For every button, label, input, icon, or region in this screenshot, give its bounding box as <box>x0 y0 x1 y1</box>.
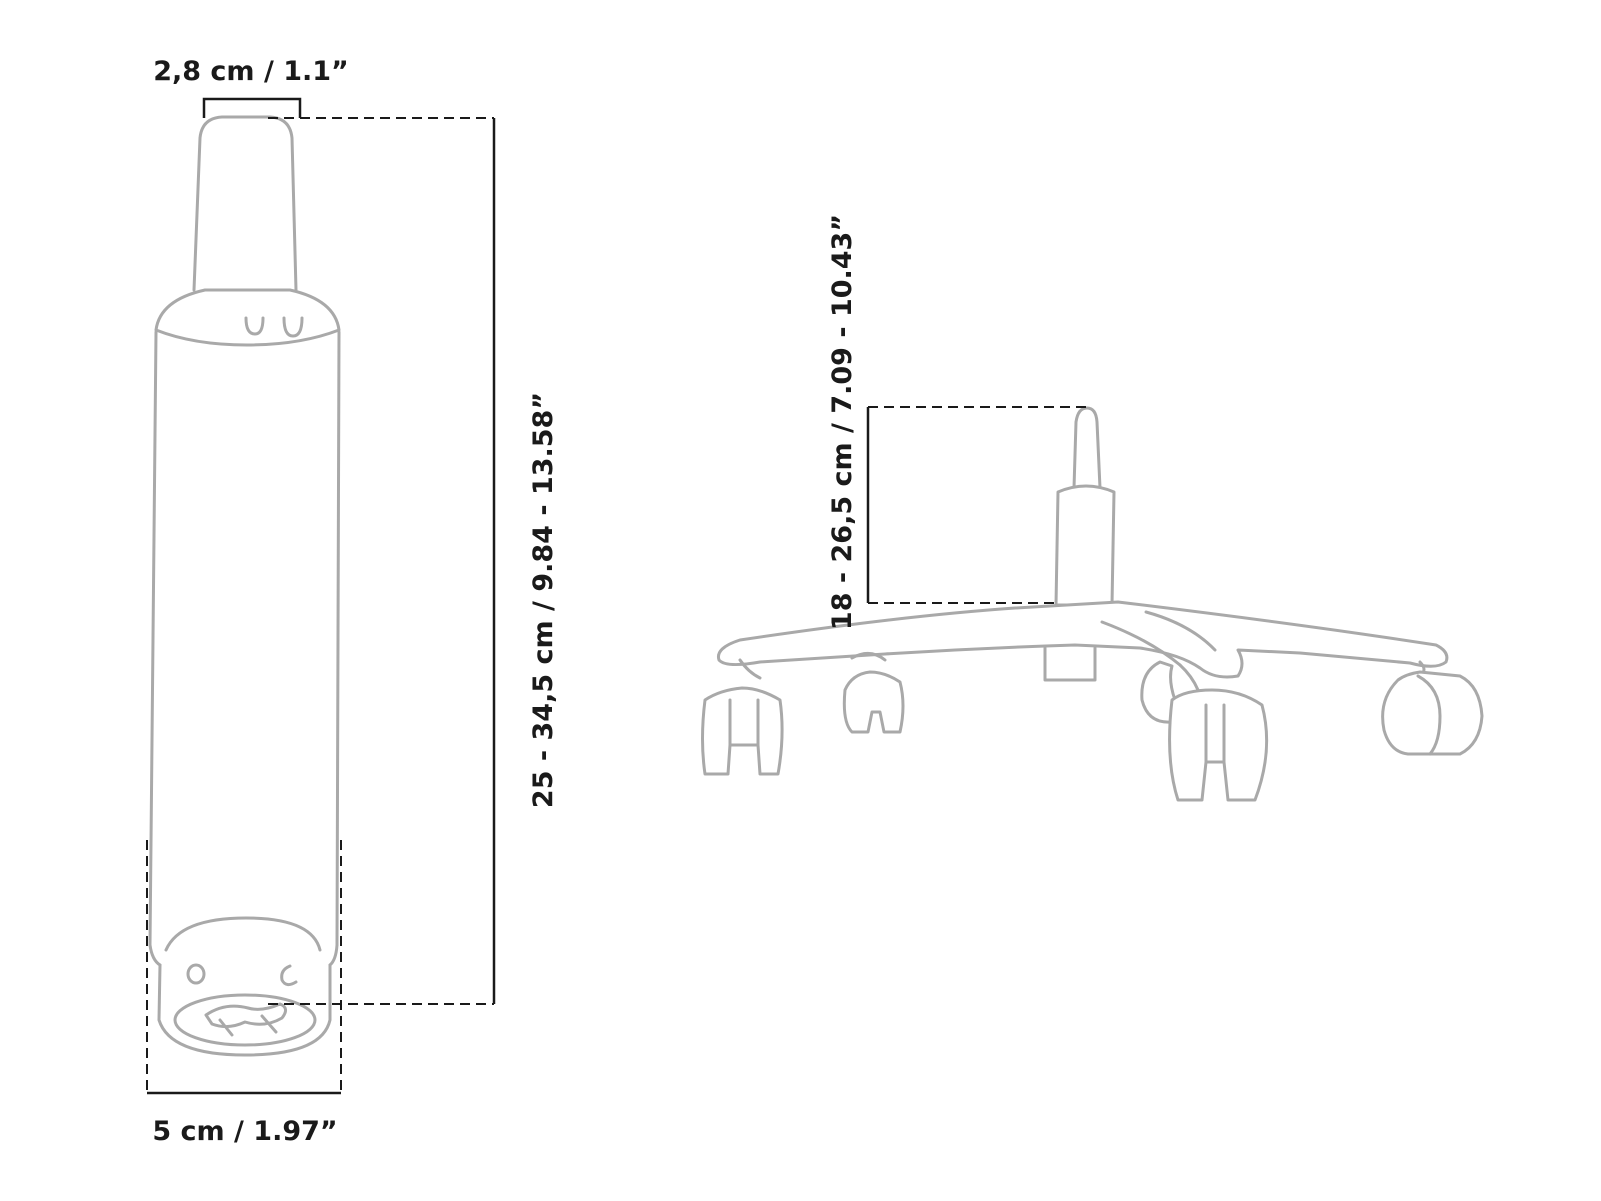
lower-ring-arc <box>164 916 322 952</box>
caster-front-left <box>701 658 784 776</box>
gas-lift-drawing <box>148 115 341 1057</box>
collar-notch-right <box>282 316 304 338</box>
leg-ridge-back-right <box>1144 610 1217 652</box>
top-collar <box>154 288 341 347</box>
stroke-height-label: 18 - 26,5 cm / 7.09 - 10.43” <box>827 214 858 630</box>
lower-shoulder <box>148 943 339 967</box>
collar-notch-left <box>244 316 265 336</box>
star-base <box>716 600 1449 679</box>
side-hole-right <box>280 964 298 987</box>
base-cylinder <box>1054 484 1116 607</box>
caster-back-left <box>842 652 905 734</box>
caster-front-right <box>1168 663 1269 802</box>
center-hub <box>1043 646 1097 682</box>
base-upper-rod <box>1072 406 1102 490</box>
side-hole-left <box>186 963 206 985</box>
caster-back-right <box>1140 660 1177 724</box>
caster-far-right <box>1381 660 1484 756</box>
chair-base-drawing <box>701 406 1484 802</box>
bottom-diameter-label: 5 cm / 1.97” <box>152 1116 337 1147</box>
piston-rod <box>192 115 298 292</box>
length-label: 25 - 34,5 cm / 9.84 - 13.58” <box>528 392 559 808</box>
top-diameter-label: 2,8 cm / 1.1” <box>153 56 349 87</box>
cylinder-body <box>148 330 341 947</box>
stroke-height-dimension: 18 - 26,5 cm / 7.09 - 10.43” <box>827 214 1086 630</box>
length-dimension: 25 - 34,5 cm / 9.84 - 13.58” <box>268 117 559 1005</box>
bottom-diameter-dimension: 5 cm / 1.97” <box>146 840 342 1147</box>
bottom-opening <box>173 993 317 1047</box>
inner-mechanism <box>204 1002 287 1037</box>
top-diameter-dimension: 2,8 cm / 1.1” <box>153 56 349 118</box>
leg-ridge-front-right <box>1100 620 1182 667</box>
bottom-cap <box>157 963 332 1057</box>
